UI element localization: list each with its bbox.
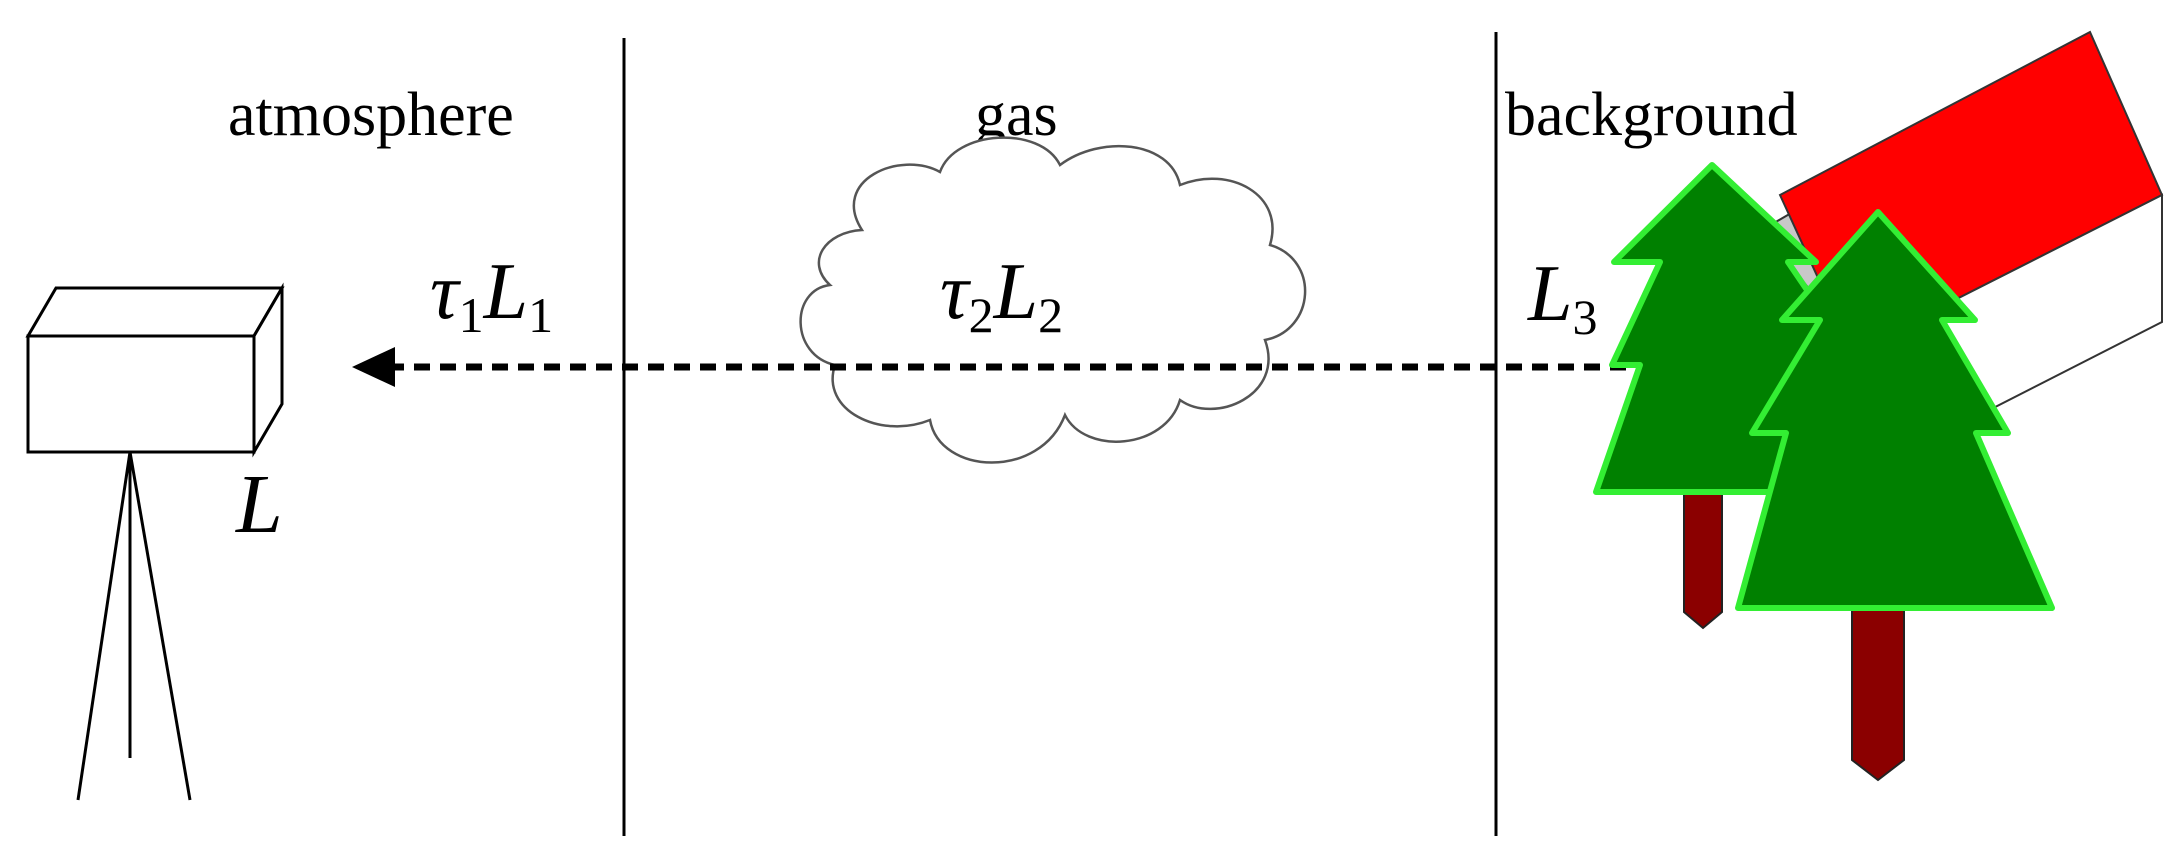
atmosphere-label: atmosphere: [228, 81, 514, 149]
gas-radiance-subscript: 2: [1038, 287, 1063, 343]
atmosphere-transmittance: τ: [430, 248, 462, 336]
atmosphere-term: τ1L1: [430, 248, 553, 343]
arrowhead-left-icon: [352, 347, 395, 387]
gas-transmittance: τ: [940, 248, 972, 336]
atmosphere-radiance-subscript: 1: [528, 287, 553, 343]
tripod-icon: [76, 451, 192, 801]
tree-foliage: [1735, 209, 2055, 611]
background-radiance-subscript: 3: [1573, 289, 1598, 345]
gas-term: τ2L2: [940, 248, 1063, 343]
camera-radiance-label: L: [235, 458, 283, 551]
background-radiance: L: [1527, 250, 1573, 338]
tree-icon: [1735, 209, 2055, 782]
tree-trunk: [1851, 599, 1905, 782]
atmosphere-radiance: L: [483, 248, 529, 336]
background-label: background: [1505, 81, 1798, 149]
atmosphere-transmittance-subscript: 1: [459, 287, 484, 343]
background-term: L3: [1527, 250, 1598, 345]
gas-transmittance-subscript: 2: [969, 287, 994, 343]
radiance-arrow: [352, 347, 1652, 387]
tree-trunk: [1683, 484, 1723, 630]
camera-icon: [25, 282, 285, 458]
gas-radiance: L: [993, 248, 1039, 336]
